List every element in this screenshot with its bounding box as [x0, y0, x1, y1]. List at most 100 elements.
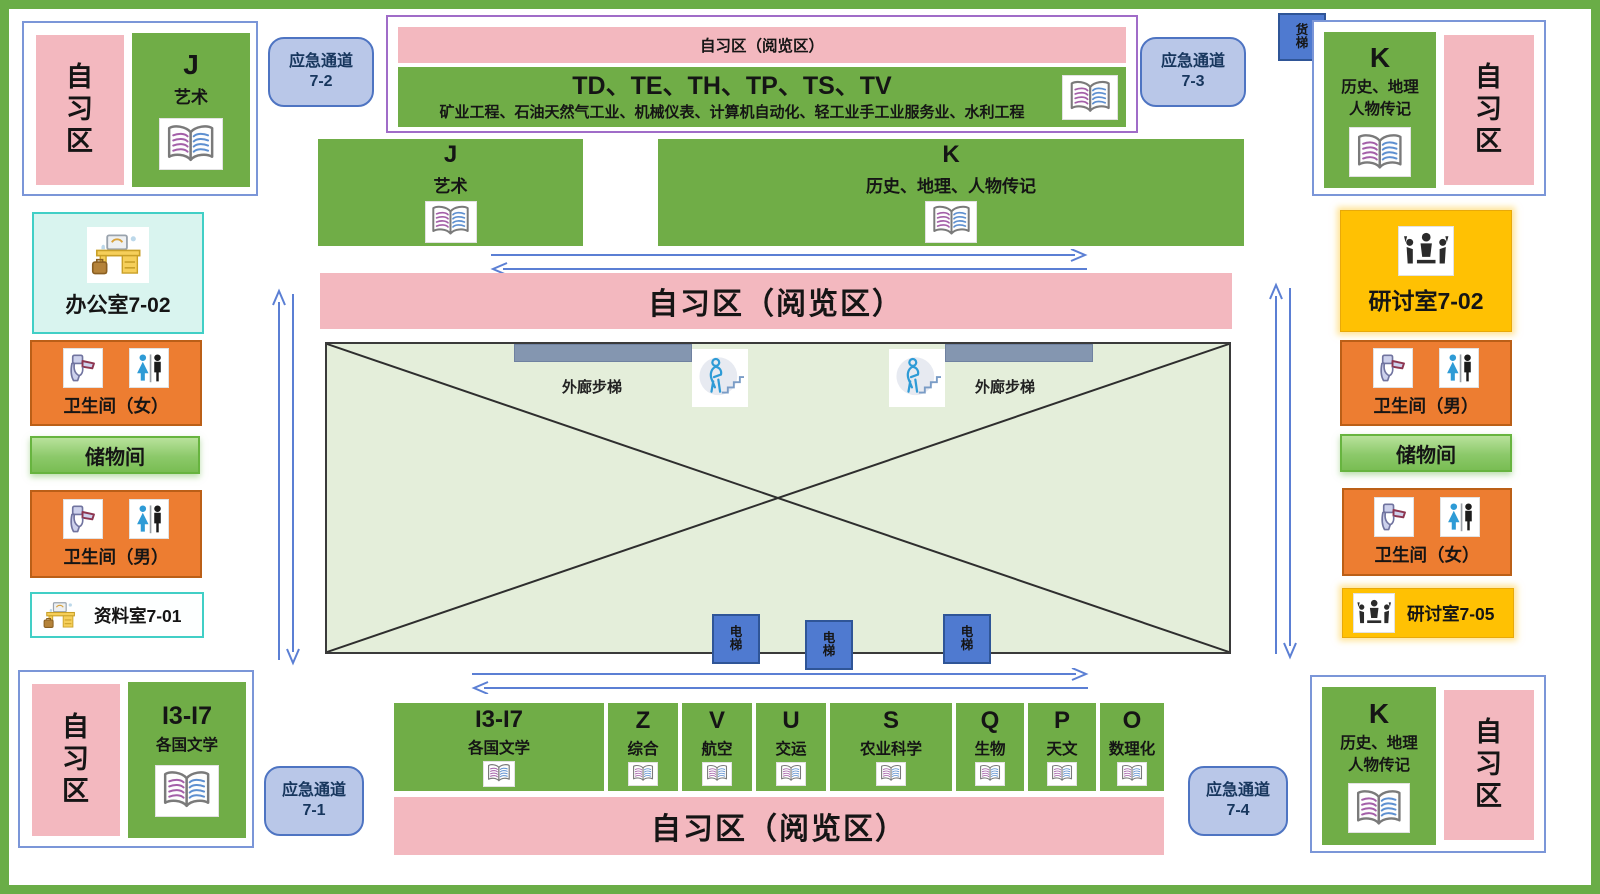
- shelf-code: U: [782, 707, 800, 735]
- group-bottom-right: K 历史、地理 人物传记 自 习 区: [1310, 675, 1546, 853]
- room-label: 办公室7-02: [65, 294, 171, 317]
- exit-number: 7-4: [1226, 802, 1250, 819]
- freight-elevator-label: 货 梯: [1295, 22, 1309, 50]
- shelf-q: Q 生物: [956, 703, 1024, 791]
- room-label: 卫生间（女）: [63, 396, 169, 416]
- emergency-exit-7-3: 应急通道 7-3: [1140, 37, 1246, 107]
- book-icon: [975, 761, 1005, 786]
- toilet-icon: [1374, 497, 1414, 537]
- exit-label: 应急通道: [1160, 53, 1225, 70]
- shelf-code: K: [1369, 41, 1391, 73]
- book-icon: [159, 118, 223, 171]
- seminar-room-7-02: 研讨室7-02: [1340, 210, 1512, 332]
- shelf-name: 各国文学: [155, 736, 218, 754]
- book-icon: [1349, 127, 1411, 178]
- shelf-j-top-left: J 艺术: [132, 33, 250, 187]
- outer-stairs-label-left: 外廊步梯: [561, 379, 622, 396]
- study-area-label: 自 习 区: [1475, 62, 1503, 156]
- shelf-name: 艺术: [433, 176, 468, 196]
- book-icon: [628, 761, 658, 786]
- toilet-icon: [63, 348, 103, 388]
- emergency-exit-7-4: 应急通道 7-4: [1188, 766, 1288, 836]
- exit-label: 应急通道: [1205, 782, 1270, 799]
- study-area-bottom-left: 自 习 区: [32, 684, 120, 836]
- shelf-name: 各国文学: [467, 739, 530, 757]
- stair-landing-left: [514, 344, 692, 362]
- book-icon: [155, 764, 219, 817]
- shelf-code: K: [942, 141, 960, 169]
- elevator-2: 电 梯: [805, 620, 853, 670]
- elevator-label: 电 梯: [729, 624, 743, 652]
- study-area-label: 自 习 区: [66, 62, 94, 156]
- book-icon: [424, 200, 477, 243]
- toilet-icon: [63, 499, 103, 539]
- shelf-name: 航空: [701, 740, 733, 758]
- shelf-k-top-right: K 历史、地理 人物传记: [1324, 32, 1436, 188]
- desk-icon: [87, 227, 149, 283]
- wc-female-left: 卫生间（女）: [30, 340, 202, 426]
- two-way-arrow-right: [1269, 282, 1297, 660]
- elevator-label: 电 梯: [960, 624, 974, 652]
- room-label: 卫生间（男）: [1373, 396, 1479, 416]
- room-label: 研讨室7-02: [1368, 288, 1484, 314]
- book-icon: [876, 761, 906, 786]
- exit-number: 7-1: [302, 802, 326, 819]
- shelf-code: O: [1122, 707, 1142, 735]
- shelf-i-bottom-left: I3-I7 各国文学: [128, 682, 246, 838]
- shelf-code: I3-I7: [474, 706, 524, 734]
- shelf-name: 交运: [775, 740, 807, 758]
- shelf-code: K: [1368, 697, 1390, 729]
- shelf-s: S 农业科学: [830, 703, 952, 791]
- elevator-1: 电 梯: [712, 614, 760, 664]
- shelf-code: P: [1053, 707, 1070, 735]
- storage-room-left: 储物间: [30, 436, 200, 474]
- stairs-icon: [889, 349, 945, 407]
- exit-number: 7-3: [1181, 73, 1205, 90]
- room-label: 储物间: [85, 446, 145, 469]
- shelf-name: 生物: [974, 740, 1006, 758]
- shelf-code: V: [708, 707, 725, 735]
- group-top-left: 自 习 区 J 艺术: [22, 21, 258, 196]
- reading-area-label: 自习区（阅览区）: [648, 288, 904, 321]
- shelf-name: 综合: [627, 740, 659, 758]
- book-icon: [1062, 75, 1118, 120]
- shelf-code: S: [882, 707, 899, 735]
- two-way-arrow-bottom: [471, 668, 1089, 694]
- desk-icon: [40, 597, 80, 633]
- study-area-bottom-right: 自 习 区: [1444, 690, 1534, 840]
- reading-area-bar-top: 自习区（阅览区）: [320, 273, 1232, 329]
- seminar-room-7-05: 研讨室7-05: [1342, 588, 1514, 638]
- wc-figures-icon: [1439, 348, 1479, 388]
- meeting-icon: [1398, 226, 1454, 276]
- emergency-exit-7-1: 应急通道 7-1: [264, 766, 364, 836]
- two-way-arrow-top: [490, 249, 1088, 275]
- exit-number: 7-2: [309, 73, 333, 90]
- shelf-name: 历史、地理、人物传记: [866, 176, 1036, 196]
- elevator-label: 电 梯: [822, 630, 836, 658]
- book-icon: [1348, 783, 1410, 834]
- archive-7-01: 资料室7-01: [30, 592, 204, 638]
- shelf-name: 天文: [1046, 740, 1078, 758]
- wc-male-left: 卫生间（男）: [30, 490, 202, 578]
- shelf-v: V 航空: [682, 703, 752, 791]
- meeting-icon: [1353, 593, 1395, 633]
- shelf-name: 数理化: [1108, 740, 1156, 758]
- book-icon: [1047, 761, 1077, 786]
- emergency-exit-7-2: 应急通道 7-2: [268, 37, 374, 107]
- elevator-3: 电 梯: [943, 614, 991, 664]
- stairs-icon: [692, 349, 748, 407]
- room-label: 储物间: [1396, 444, 1456, 467]
- exit-label: 应急通道: [288, 53, 353, 70]
- shelf-code: J: [183, 48, 199, 80]
- two-way-arrow-left: [272, 288, 300, 666]
- wc-male-right: 卫生间（男）: [1340, 340, 1512, 426]
- room-label: 卫生间（女）: [1374, 545, 1480, 565]
- reading-area-label: 自习区（阅览区）: [651, 813, 907, 846]
- shelf-o: O 数理化: [1100, 703, 1164, 791]
- atrium-cross-lines: [327, 344, 1229, 652]
- shelf-code: Z: [635, 707, 651, 735]
- shelf-j-mid: J 艺术: [318, 139, 583, 246]
- shelf-name: 历史、地理 人物传记: [1340, 735, 1418, 775]
- wc-figures-icon: [129, 499, 169, 539]
- shelf-p: P 天文: [1028, 703, 1096, 791]
